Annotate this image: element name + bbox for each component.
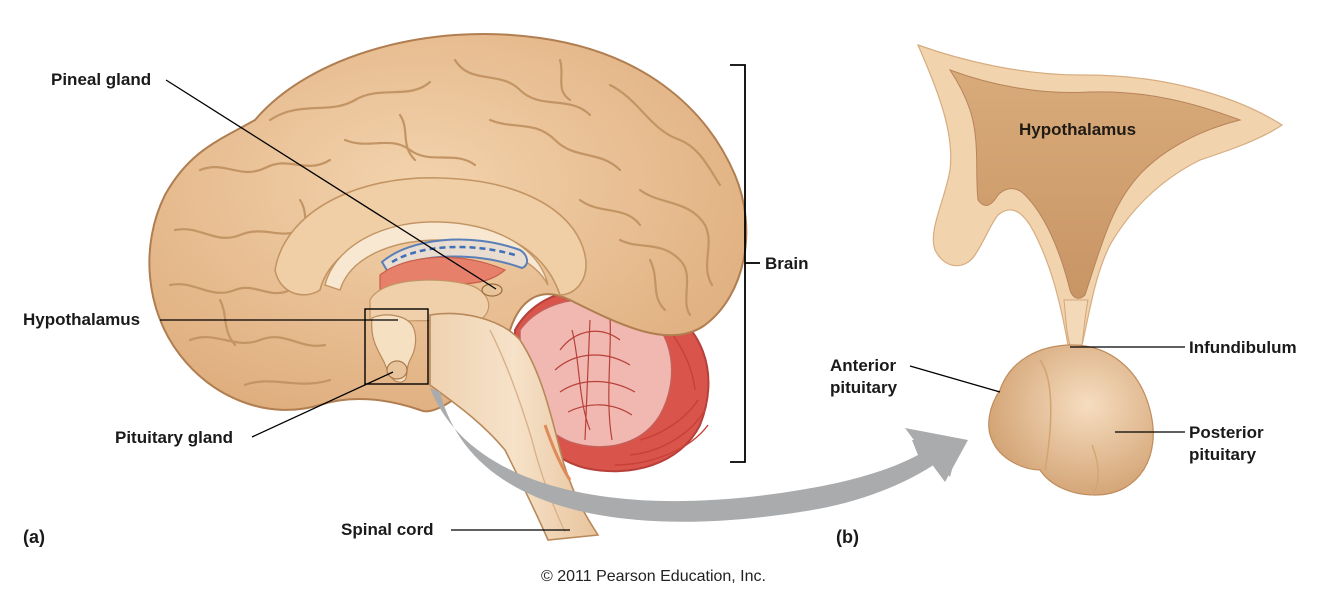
label-brain: Brain — [765, 254, 809, 273]
label-anterior-pituitary-line1: Anterior — [830, 356, 897, 375]
pineal-gland-leader — [165, 79, 497, 290]
pituitary-gland-leader — [251, 371, 394, 438]
brain-bracket — [730, 64, 760, 463]
panel-letter-b: (b) — [836, 527, 859, 547]
label-infundibulum: Infundibulum — [1189, 338, 1297, 357]
hypothalamus-pituitary-region-a — [371, 314, 417, 383]
label-pituitary-gland: Pituitary gland — [115, 428, 234, 447]
label-posterior-pituitary-line2: pituitary — [1189, 445, 1257, 464]
pituitary-region-box — [364, 308, 429, 385]
brain-illustration — [148, 33, 748, 541]
magnification-arrow — [430, 388, 968, 522]
pituitary-gland-body — [988, 344, 1154, 496]
label-posterior-pituitary-line1: Posterior — [1189, 423, 1264, 442]
label-hypothalamus-b: Hypothalamus — [1019, 120, 1137, 139]
cerebrum — [148, 33, 748, 413]
pituitary-illustration — [916, 43, 1284, 496]
leader-lines-b — [909, 346, 1185, 433]
label-pineal-gland: Pineal gland — [51, 70, 152, 89]
label-anterior-pituitary-line2: pituitary — [830, 378, 898, 397]
leader-lines-a — [160, 79, 570, 531]
anterior-pituitary-leader — [909, 365, 1001, 393]
label-spinal-cord: Spinal cord — [341, 520, 434, 539]
copyright-notice: © 2011 Pearson Education, Inc. — [541, 568, 766, 585]
panel-letter-a: (a) — [23, 527, 45, 547]
label-hypothalamus-a: Hypothalamus — [23, 310, 141, 329]
